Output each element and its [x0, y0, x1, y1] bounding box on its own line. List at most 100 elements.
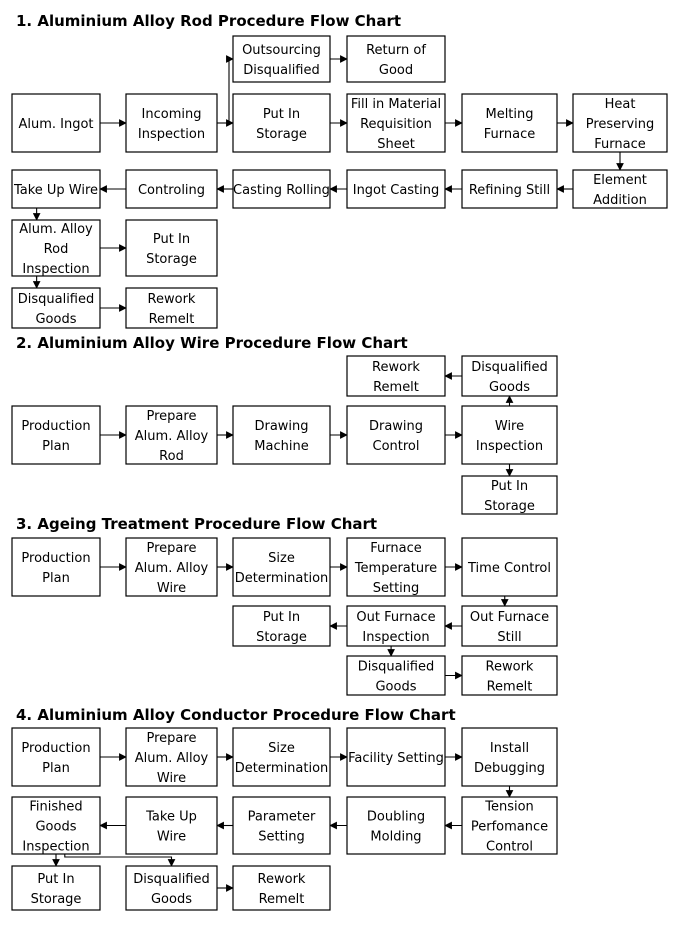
process-box-c-facility: Facility Setting: [346, 727, 446, 787]
process-box-frame: [232, 169, 331, 209]
process-box-frame: [346, 355, 446, 397]
process-box-frame: [461, 405, 558, 465]
process-box-label: Alum. Alloy: [135, 429, 209, 444]
process-box-r-refining: Refining Still: [461, 169, 558, 209]
process-box-frame: [232, 537, 331, 597]
process-box-label: Setting: [373, 581, 420, 596]
process-box-label: Outsourcing: [242, 43, 321, 58]
process-box-label: Take Up Wire: [13, 183, 98, 198]
process-box-label: Setting: [258, 830, 305, 845]
process-box-frame: [11, 93, 101, 153]
process-box-r-takeup: Take Up Wire: [11, 169, 101, 209]
process-box-label: Control: [486, 840, 533, 855]
process-box-label: Addition: [593, 193, 647, 208]
process-box-c-storage: Put In Storage: [11, 865, 101, 911]
process-box-r-controling: Controling: [125, 169, 218, 209]
process-box-frame: [125, 287, 218, 329]
process-box-frame: [346, 605, 446, 647]
process-box-r-ingotcasting: Ingot Casting: [346, 169, 446, 209]
process-box-label: Element: [593, 173, 647, 188]
process-box-frame: [346, 727, 446, 787]
process-box-label: Sheet: [377, 137, 415, 152]
process-box-label: Refining Still: [469, 183, 550, 198]
process-box-label: Goods: [35, 820, 76, 835]
process-box-label: Put In: [37, 872, 74, 887]
process-box-label: Put In: [263, 610, 300, 625]
process-box-frame: [232, 865, 331, 911]
process-box-label: Tension: [484, 800, 534, 815]
process-box-frame: [232, 35, 331, 83]
process-box-frame: [461, 796, 558, 855]
process-box-frame: [572, 93, 668, 153]
process-box-frame: [232, 93, 331, 153]
process-box-frame: [232, 405, 331, 465]
process-box-label: Remelt: [149, 312, 195, 327]
section-title-conductor: 4. Aluminium Alloy Conductor Procedure F…: [16, 706, 456, 724]
process-box-label: Requisition: [360, 117, 432, 132]
process-box-label: Storage: [31, 892, 82, 907]
process-box-label: Production: [21, 551, 90, 566]
process-box-label: Time Control: [467, 561, 551, 576]
process-box-label: Wire: [157, 581, 186, 596]
process-box-label: Storage: [484, 499, 535, 514]
process-box-frame: [461, 537, 558, 597]
process-box-label: Out Furnace: [470, 610, 549, 625]
process-box-label: Storage: [256, 630, 307, 645]
process-box-label: Remelt: [487, 680, 533, 695]
process-box-frame: [461, 475, 558, 515]
process-box-frame: [11, 865, 101, 911]
process-box-r-castingrolling: Casting Rolling: [232, 169, 331, 209]
process-box-label: Size: [268, 551, 295, 566]
process-box-frame: [125, 219, 218, 277]
process-box-label: Put In: [263, 107, 300, 122]
process-box-frame: [125, 727, 218, 787]
process-box-label: Prepare: [147, 541, 197, 556]
process-box-label: Install: [490, 741, 529, 756]
process-box-label: Disqualified: [243, 63, 320, 78]
process-box-frame: [461, 169, 558, 209]
process-box-frame: [11, 796, 101, 855]
process-box-label: Furnace: [370, 541, 421, 556]
process-box-label: Rework: [148, 292, 196, 307]
process-box-frame: [461, 355, 558, 397]
process-box-label: Control: [373, 439, 420, 454]
process-box-frame: [125, 93, 218, 153]
process-box-label: Plan: [42, 571, 70, 586]
process-box-label: Inspection: [22, 840, 89, 855]
process-box-frame: [11, 169, 101, 209]
process-box-label: Molding: [370, 830, 421, 845]
process-box-label: Storage: [256, 127, 307, 142]
process-box-label: Disqualified: [471, 360, 548, 375]
process-box-frame: [461, 655, 558, 696]
process-box-frame: [11, 537, 101, 597]
process-box-label: Rod: [159, 449, 184, 464]
process-box-label: Disqualified: [358, 660, 435, 675]
process-box-label: Disqualified: [133, 872, 210, 887]
process-box-label: Plan: [42, 761, 70, 776]
process-box-label: Determination: [235, 571, 329, 586]
process-box-frame: [125, 537, 218, 597]
process-box-label: Remelt: [373, 380, 419, 395]
